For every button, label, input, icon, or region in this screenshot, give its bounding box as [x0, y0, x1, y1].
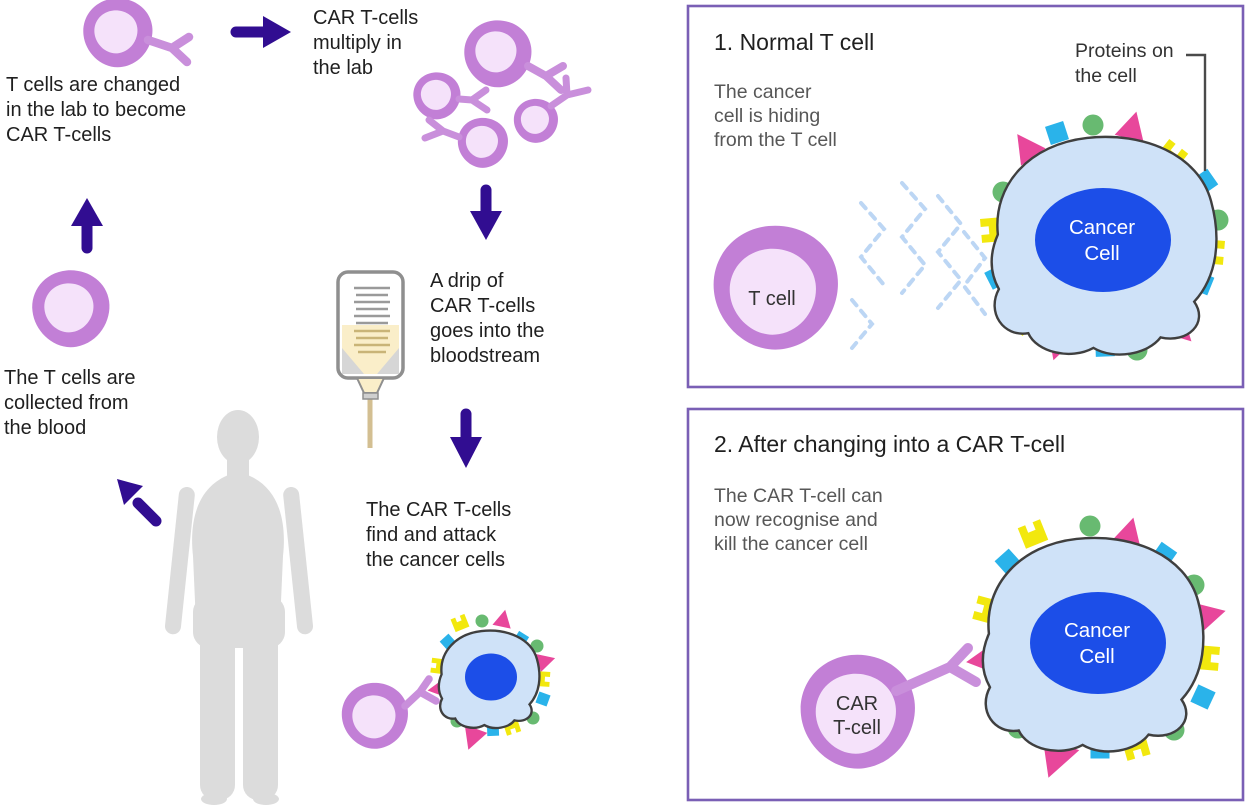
cancer-nucleus-2 — [1030, 592, 1166, 694]
panel-1-description: The cancer cell is hiding from the T cel… — [714, 81, 837, 151]
iv-drip-icon — [336, 270, 405, 448]
arrow-down-drip-icon — [450, 408, 482, 468]
panel-2-title: 2. After changing into a CAR T-cell — [714, 431, 1066, 457]
human-silhouette — [164, 410, 314, 805]
hiding-signal-dashes — [850, 181, 988, 350]
car-t-cell-panel2 — [800, 643, 981, 769]
t-cell-collected — [32, 270, 110, 348]
car-t-cell-label: CAR T-cell — [833, 693, 881, 739]
cancer-nucleus-small — [465, 653, 517, 701]
car-t-cells-multiplied — [413, 20, 592, 168]
proteins-pointer-line — [1186, 53, 1207, 171]
car-t-cell-a — [464, 20, 567, 94]
cancer-nucleus-1 — [1035, 188, 1171, 292]
step-changed-label: T cells are changed in the lab to become… — [6, 74, 187, 146]
arrow-up-icon — [71, 198, 103, 254]
step-attack-label: The CAR T-cells find and attack the canc… — [366, 499, 512, 571]
panel-2-description: The CAR T-cell can now recognise and kil… — [714, 485, 883, 555]
arrow-diagonal-icon — [117, 479, 162, 527]
arrow-down-multiply-icon — [470, 184, 502, 240]
panel-1-title: 1. Normal T cell — [714, 29, 875, 55]
cancer-cell-1-label: Cancer Cell — [1068, 216, 1136, 265]
cancer-cell-2-label: Cancer Cell — [1063, 619, 1131, 668]
step-multiply-label: CAR T-cells multiply in the lab — [313, 7, 419, 79]
drip-scale-ticks — [354, 286, 390, 354]
car-t-cell-attacking — [341, 675, 440, 749]
proteins-callout-label: Proteins on the cell — [1075, 40, 1174, 87]
panel-1-art — [713, 53, 1229, 367]
car-t-cell-c — [513, 74, 592, 143]
arrow-right-icon — [230, 16, 291, 48]
car-t-cell-b — [413, 72, 491, 120]
panel-2-art — [800, 513, 1231, 785]
attack-scene — [341, 607, 558, 754]
t-cell-label: T cell — [748, 288, 796, 310]
step-collected-label: The T cells are collected from the blood — [4, 367, 136, 439]
step-drip-label: A drip of CAR T-cells goes into the bloo… — [430, 270, 545, 367]
car-t-cell-changed — [83, 0, 194, 68]
car-t-cell-d — [421, 116, 508, 168]
